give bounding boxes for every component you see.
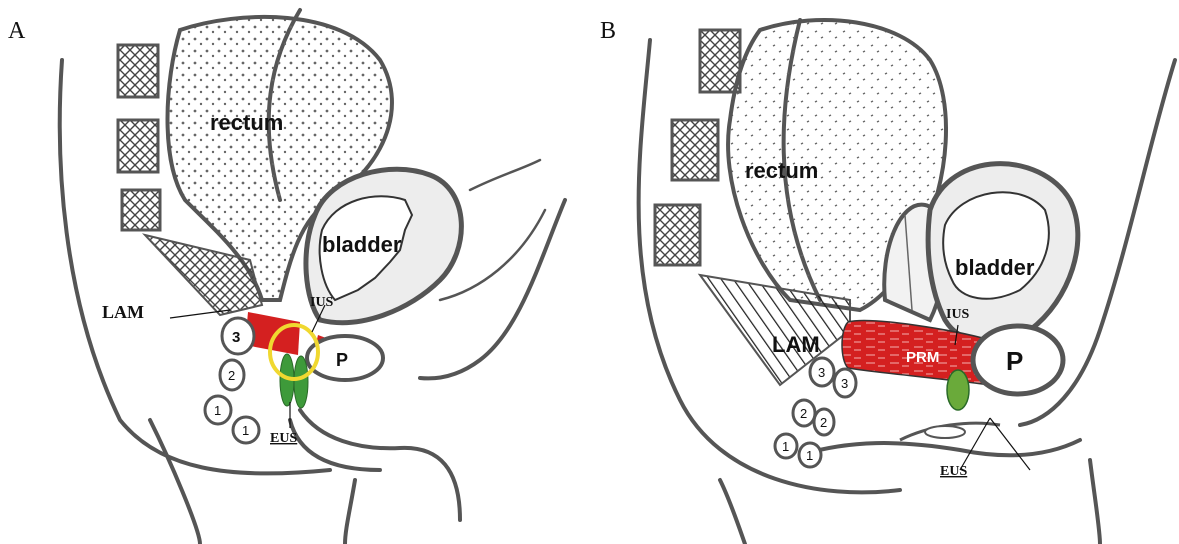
num-1a-a: 1 bbox=[214, 403, 221, 418]
num-2-a: 2 bbox=[228, 368, 235, 383]
lam-label-b: LAM bbox=[772, 332, 820, 357]
prm-label: PRM bbox=[906, 349, 939, 366]
lam-label-a: LAM bbox=[102, 302, 144, 322]
ius-label-b: IUS bbox=[946, 307, 970, 322]
p-label-b: P bbox=[1006, 346, 1023, 376]
panel-b-letter: B bbox=[600, 18, 616, 44]
panel-a-letter: A bbox=[8, 18, 26, 44]
ius-label-a: IUS bbox=[310, 295, 334, 310]
eus-sphincter-b bbox=[947, 370, 969, 410]
num-1a-b: 1 bbox=[782, 439, 789, 454]
bladder-label-b: bladder bbox=[955, 255, 1035, 280]
rectum-label-b: rectum bbox=[745, 158, 818, 183]
panel-a bbox=[60, 10, 565, 544]
num-3b-b: 3 bbox=[841, 376, 848, 391]
eus-label-a: EUS bbox=[270, 431, 297, 446]
num-1b-a: 1 bbox=[242, 423, 249, 438]
num-1b-b: 1 bbox=[806, 448, 813, 463]
num-2a-b: 2 bbox=[800, 406, 807, 421]
num-3a-b: 3 bbox=[818, 365, 825, 380]
p-label-a: P bbox=[336, 350, 348, 370]
rectum-label-a: rectum bbox=[210, 110, 283, 135]
panel-b bbox=[639, 20, 1175, 544]
num-2b-b: 2 bbox=[820, 415, 827, 430]
num-3-a: 3 bbox=[232, 329, 240, 346]
eus-label-b: EUS bbox=[940, 464, 967, 479]
bladder-label-a: bladder bbox=[322, 232, 402, 257]
